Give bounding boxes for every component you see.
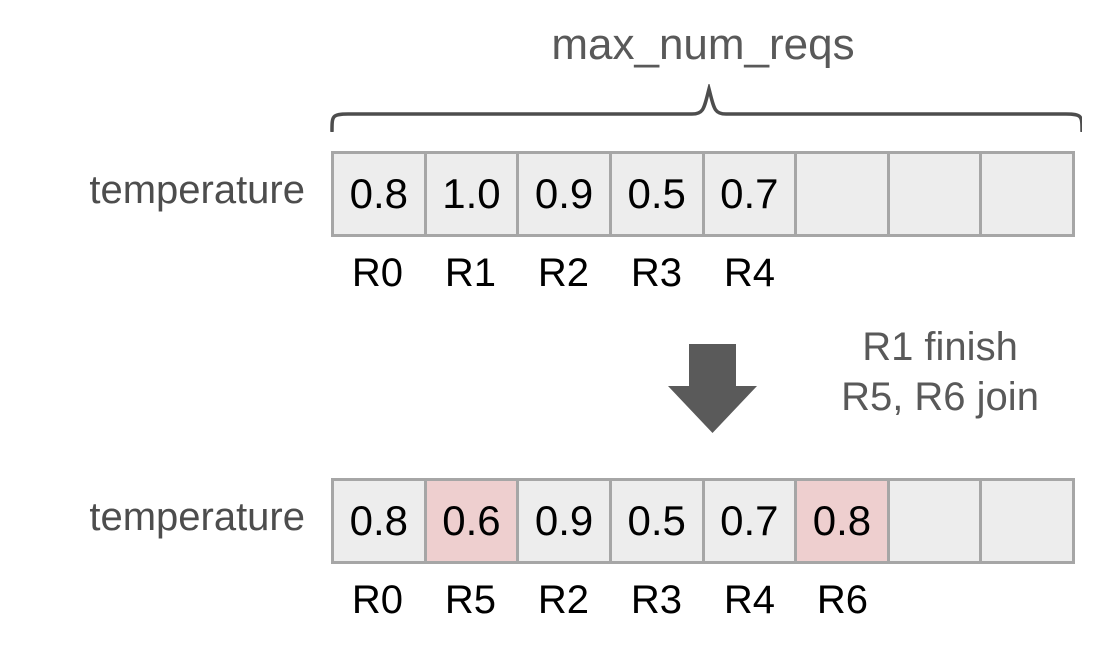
buffer-cell[interactable]: 0.8 (334, 154, 427, 234)
request-tag-blank (889, 253, 982, 301)
request-tags-before: R0 R1 R2 R3 R4 (331, 253, 1075, 301)
request-tag-blank (796, 253, 889, 301)
buffer-cell-empty[interactable] (889, 481, 983, 561)
request-tag: R3 (630, 251, 683, 295)
request-tag: R6 (816, 578, 869, 622)
buffer-cell-empty[interactable] (889, 154, 983, 234)
request-tag: R2 (537, 578, 590, 622)
row-label-temperature-after: temperature (89, 495, 305, 539)
buffer-cell-empty[interactable] (982, 154, 1072, 234)
buffer-cell-empty[interactable] (982, 481, 1072, 561)
buffer-cell[interactable]: 0.5 (611, 154, 705, 234)
buffer-cell-empty[interactable] (797, 154, 890, 234)
request-tag: R0 (351, 578, 404, 622)
buffer-cell[interactable]: 0.9 (519, 481, 612, 561)
transition-note-line-2: R5, R6 join (841, 375, 1039, 419)
request-tags-after: R0 R5 R2 R3 R4 R6 (331, 580, 1075, 628)
brace-caption: max_num_reqs (331, 20, 1075, 70)
down-arrow-icon (660, 336, 764, 440)
request-tag: R5 (444, 578, 497, 622)
buffer-cell[interactable]: 0.9 (519, 154, 612, 234)
request-tag: R4 (723, 578, 776, 622)
request-tag: R2 (537, 251, 590, 295)
buffer-cell-highlighted[interactable]: 0.8 (797, 481, 890, 561)
buffer-cell[interactable]: 0.7 (704, 154, 798, 234)
request-tag: R0 (351, 251, 404, 295)
request-tag-blank (982, 253, 1075, 301)
max-num-reqs-label: max_num_reqs (551, 20, 855, 69)
transition-note: R1 finish R5, R6 join (790, 322, 1090, 422)
buffer-cell[interactable]: 0.5 (611, 481, 705, 561)
span-brace-icon (326, 82, 1084, 133)
row-label-temperature-before: temperature (89, 168, 305, 212)
buffer-cell[interactable]: 0.7 (704, 481, 798, 561)
buffer-cell[interactable]: 0.8 (334, 481, 427, 561)
buffer-cell[interactable]: 1.0 (426, 154, 520, 234)
request-tag: R1 (444, 251, 497, 295)
transition-note-line-1: R1 finish (862, 325, 1018, 369)
temperature-buffer-after: 0.8 0.6 0.9 0.5 0.7 0.8 (331, 478, 1075, 564)
request-tag-blank (889, 580, 982, 628)
request-tag-blank (982, 580, 1075, 628)
buffer-cell-highlighted[interactable]: 0.6 (426, 481, 520, 561)
request-tag: R4 (723, 251, 776, 295)
request-tag: R3 (630, 578, 683, 622)
temperature-buffer-before: 0.8 1.0 0.9 0.5 0.7 (331, 151, 1075, 237)
